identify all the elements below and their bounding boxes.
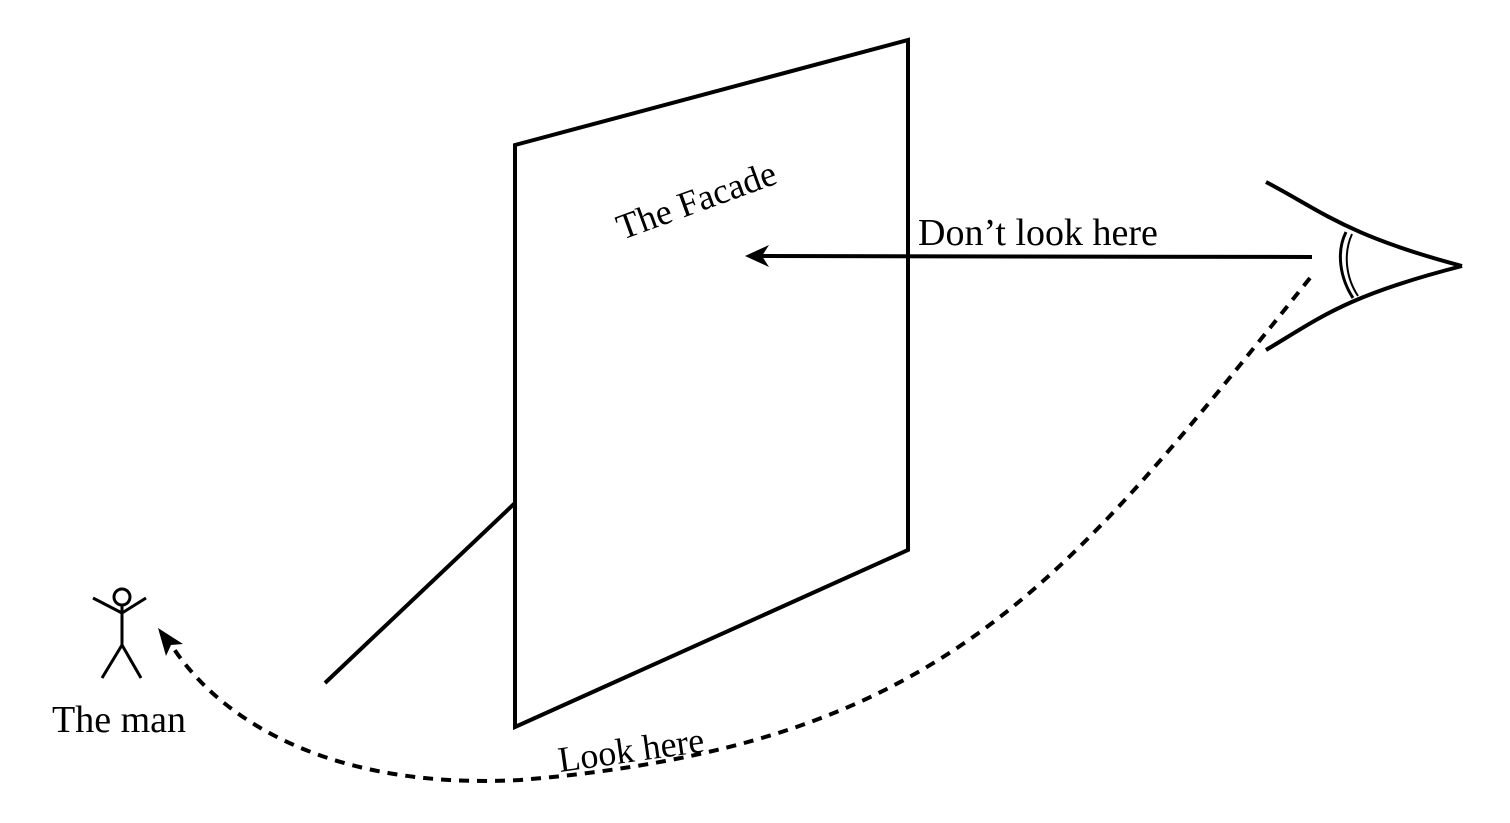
man-right-arm: [121, 596, 147, 615]
dont-look-label: Don’t look here: [918, 212, 1158, 254]
facade-label: The Facade: [611, 153, 782, 248]
man-right-leg: [120, 644, 143, 679]
man-head: [112, 587, 132, 607]
man-left-arm: [92, 596, 123, 615]
dont-look-arrow: [745, 245, 1313, 267]
man-left-leg: [100, 644, 124, 679]
eye-lower-lid: [1264, 264, 1463, 352]
facade-support-line: [323, 501, 517, 685]
eye-upper-lid: [1265, 180, 1463, 268]
dont-look-arrow-line: [761, 254, 1313, 259]
eye-icon: [1264, 180, 1463, 352]
eye-iris-inner: [1345, 233, 1359, 297]
look-here-arrow: [158, 276, 1312, 783]
look-here-arrow-head: [158, 628, 183, 656]
dont-look-arrow-head: [745, 245, 769, 267]
look-here-label: Look here: [556, 720, 707, 780]
stick-figure-icon: [92, 587, 147, 679]
eye-iris: [1338, 231, 1355, 299]
facade-panel: [513, 37, 910, 731]
man-label: The man: [52, 699, 186, 741]
look-here-arrow-curve: [170, 276, 1312, 783]
